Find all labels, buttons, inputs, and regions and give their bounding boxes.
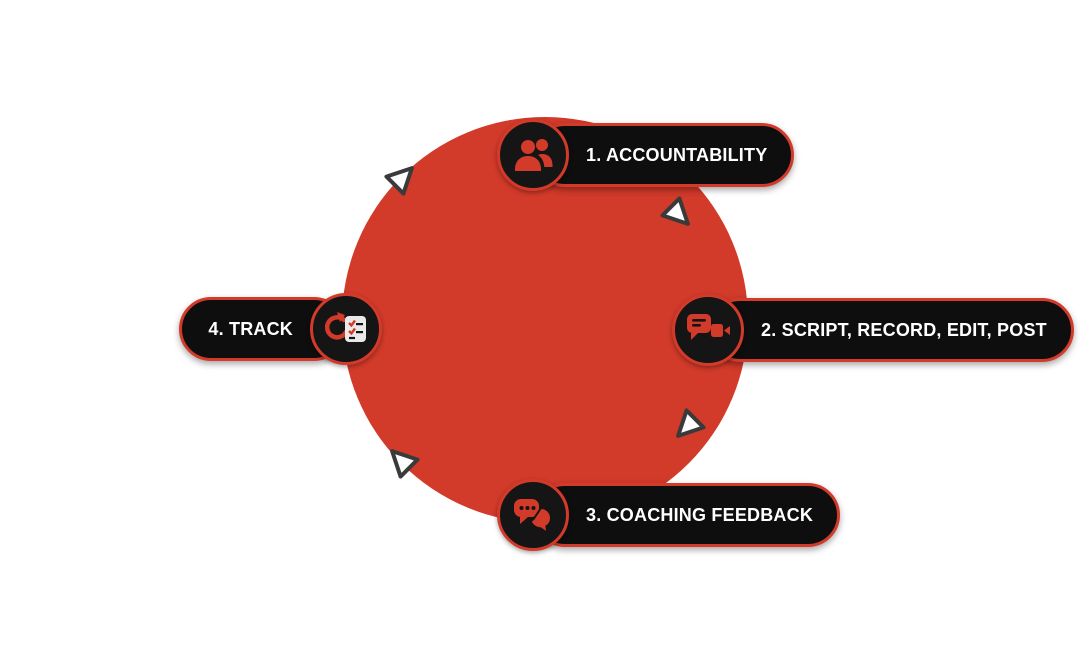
step-track: 4. Track xyxy=(179,293,382,365)
chat-bubbles-icon xyxy=(497,479,569,551)
refresh-checklist-icon-glyph xyxy=(324,312,366,342)
cycle-circle xyxy=(342,117,748,523)
step-script-record-edit-post: 2. Script, Record, Edit, Post xyxy=(672,294,1074,366)
cycle-arrow-bottom-right xyxy=(676,408,706,438)
chat-video-icon xyxy=(672,294,744,366)
people-icon xyxy=(497,119,569,191)
step-accountability-label: 1. Accountability xyxy=(586,144,768,165)
step-script-record-edit-post-pill: 2. Script, Record, Edit, Post xyxy=(708,298,1074,362)
refresh-checklist-icon xyxy=(310,293,382,365)
step-coaching-feedback: 3. Coaching Feedback xyxy=(497,479,841,551)
cycle-arrow-top-left xyxy=(384,166,414,196)
step-accountability-pill: 1. Accountability xyxy=(533,123,795,187)
cycle-arrow-bottom-left xyxy=(390,449,420,479)
cycle-arrow-top-right xyxy=(660,196,690,226)
step-track-label: 4. Track xyxy=(208,318,293,339)
people-icon-glyph xyxy=(515,139,553,171)
chat-bubbles-icon-glyph xyxy=(514,499,553,533)
step-coaching-feedback-pill: 3. Coaching Feedback xyxy=(533,483,841,547)
step-accountability: 1. Accountability xyxy=(497,119,795,191)
chat-video-icon-glyph xyxy=(687,314,730,340)
step-coaching-feedback-label: 3. Coaching Feedback xyxy=(586,504,814,525)
step-script-record-edit-post-label: 2. Script, Record, Edit, Post xyxy=(761,319,1047,340)
